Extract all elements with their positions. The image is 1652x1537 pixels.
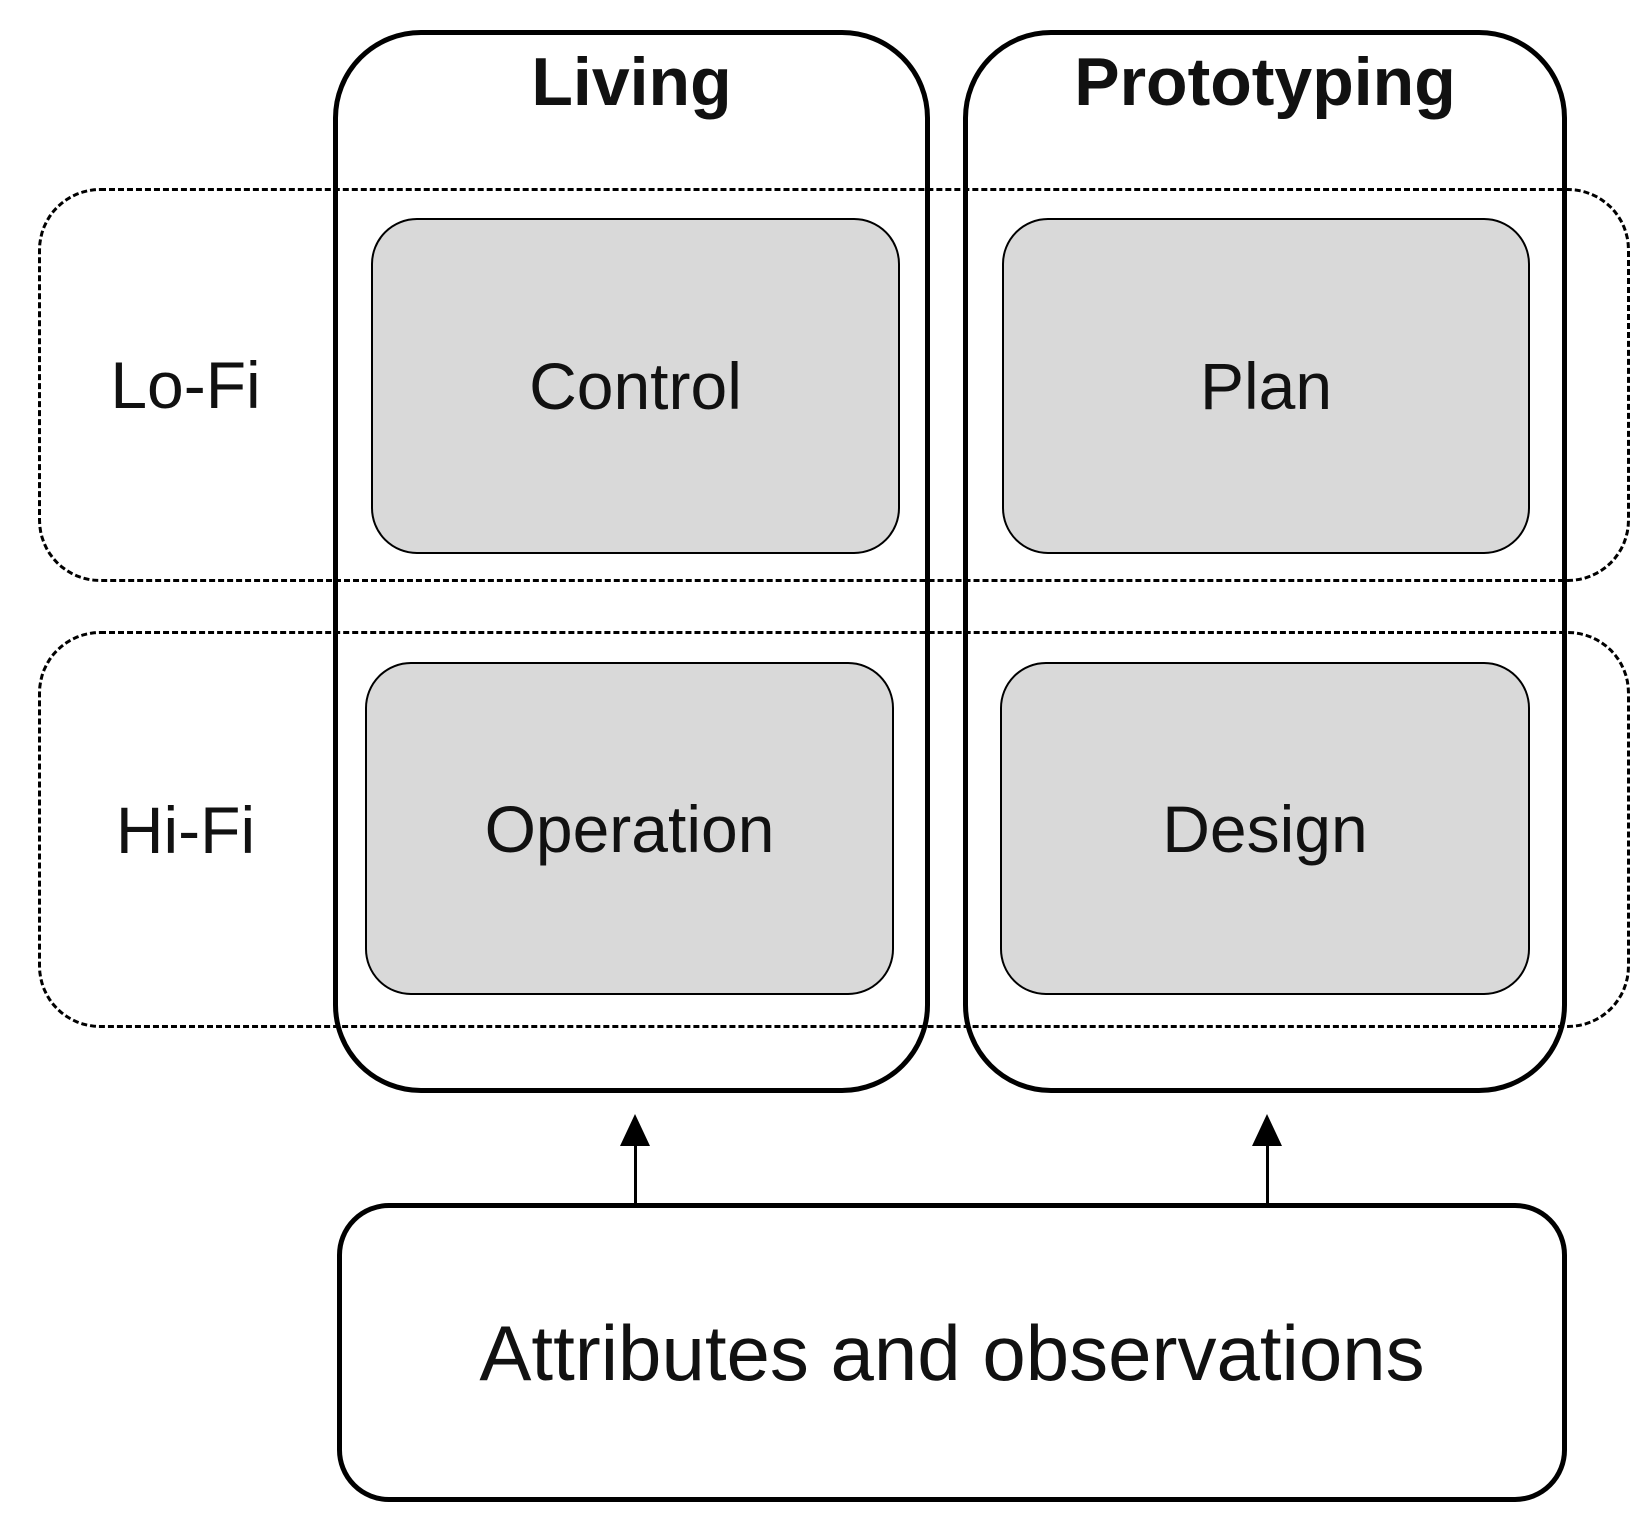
arrow-to-prototyping-head-icon [1252, 1114, 1282, 1146]
arrow-to-prototyping-shaft [1266, 1144, 1269, 1205]
column-header-prototyping: Prototyping [1074, 44, 1456, 120]
arrow-to-living-shaft [634, 1144, 637, 1205]
row-lofi-band [38, 188, 1630, 582]
cell-control: Control [371, 218, 900, 554]
arrow-to-living-head-icon [620, 1114, 650, 1146]
row-label-hifi: Hi-Fi [115, 792, 256, 867]
attributes-observations-box: Attributes and observations [337, 1203, 1567, 1502]
row-hifi-band [38, 631, 1630, 1028]
row-label-lofi: Lo-Fi [110, 348, 261, 422]
cell-plan: Plan [1002, 218, 1530, 554]
cell-operation: Operation [365, 662, 894, 995]
column-header-living: Living [531, 44, 732, 120]
column-living [333, 30, 930, 1093]
column-prototyping [963, 30, 1567, 1093]
cell-design: Design [1000, 662, 1530, 995]
